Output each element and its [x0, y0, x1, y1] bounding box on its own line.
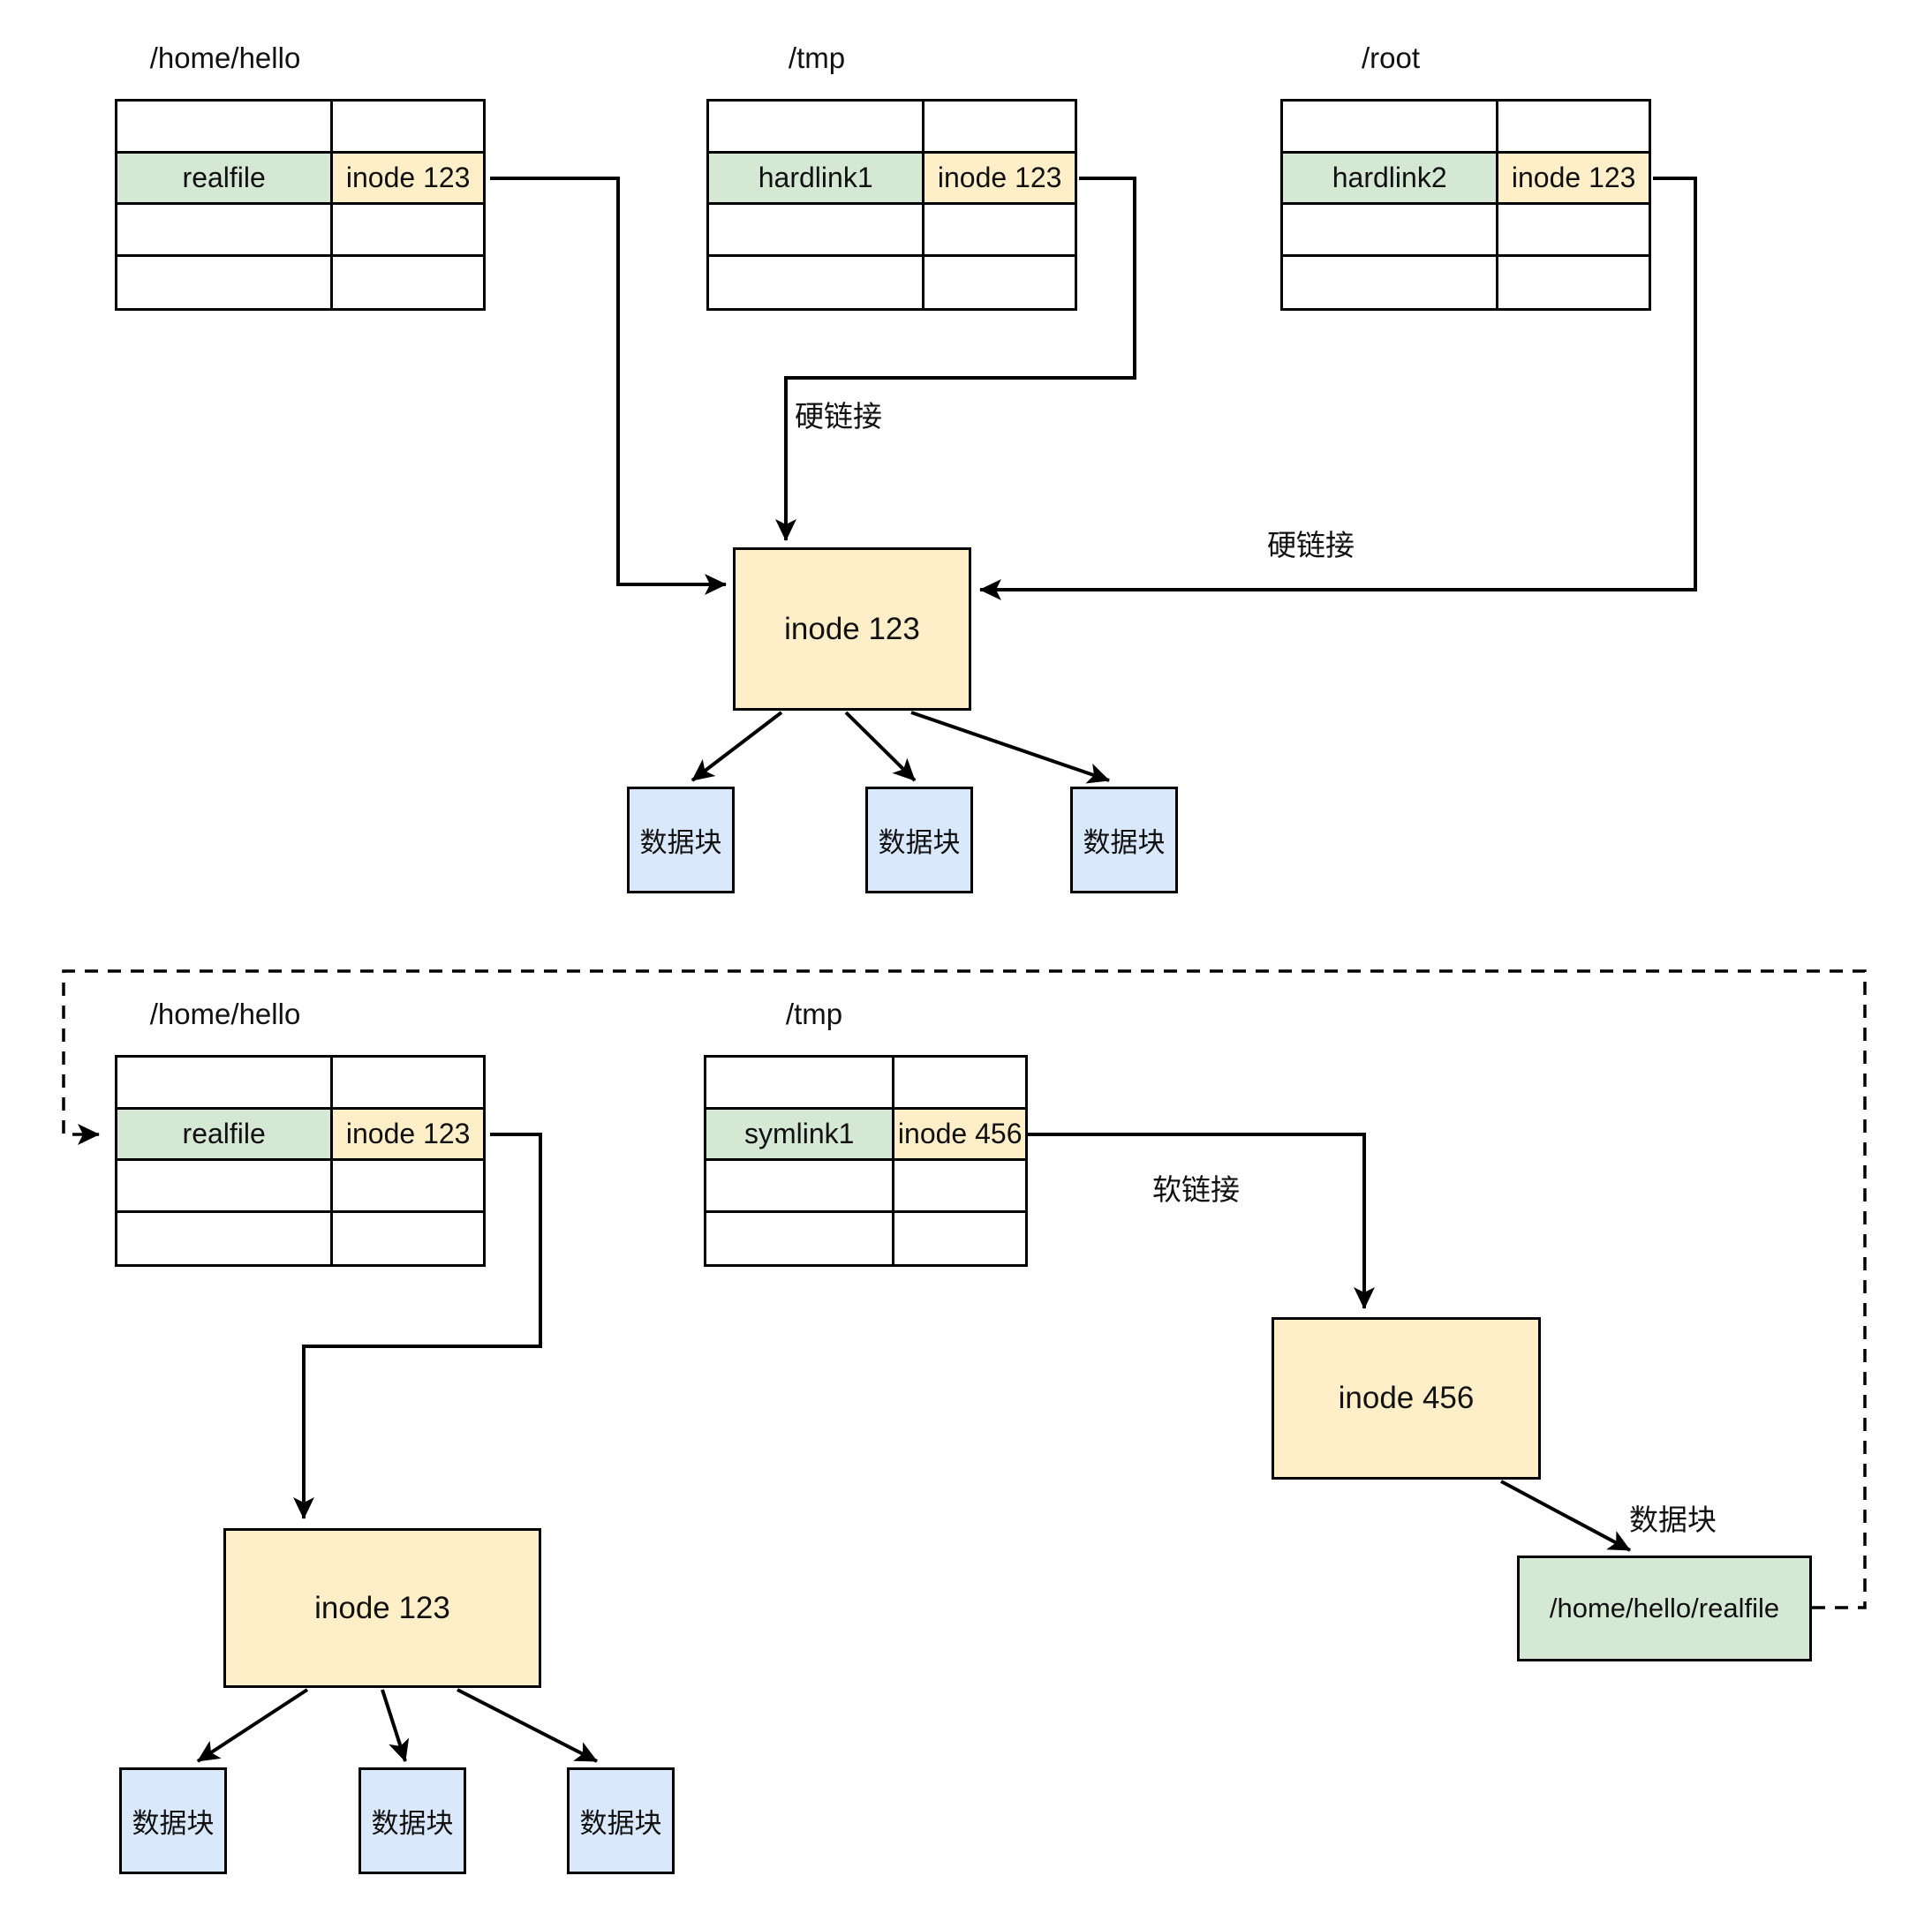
table-row: symlink1 inode 456	[706, 1109, 1025, 1161]
directory-title: /home/hello	[149, 41, 301, 74]
table-row	[1283, 102, 1649, 154]
data-block: 数据块	[627, 787, 735, 893]
hardlink-connector-root	[979, 177, 1697, 600]
table-row: realfile inode 123	[117, 153, 483, 205]
inode-box: inode 123	[733, 547, 971, 711]
realfile-connector	[293, 1133, 542, 1519]
directory-title: /tmp	[788, 41, 846, 74]
directory-table-home-2: realfile inode 123	[115, 1055, 486, 1267]
hard-link-label: 硬链接	[795, 400, 882, 433]
table-row	[117, 1161, 483, 1213]
file-name-cell: realfile	[117, 1109, 331, 1158]
inode-cell: inode 123	[922, 153, 1075, 202]
file-name-cell: hardlink2	[1283, 153, 1497, 202]
inode-to-datablock-arrow	[196, 1688, 309, 1763]
table-row	[706, 1058, 1025, 1110]
table-row: hardlink1 inode 123	[709, 153, 1075, 205]
table-row	[709, 102, 1075, 154]
data-block-caption: 数据块	[1629, 1503, 1717, 1536]
data-block: 数据块	[358, 1767, 466, 1874]
directory-table-tmp: hardlink1 inode 123	[706, 99, 1077, 311]
table-row	[117, 1058, 483, 1110]
table-row	[706, 1161, 1025, 1213]
table-row	[1283, 256, 1649, 308]
directory-table-root: hardlink2 inode 123	[1280, 99, 1651, 311]
table-row	[709, 205, 1075, 257]
inode-to-datablock-arrow	[844, 711, 917, 782]
table-row	[1283, 205, 1649, 257]
inode-cell: inode 123	[330, 1109, 483, 1158]
hardlink-connector-home	[490, 177, 727, 595]
data-block: 数据块	[119, 1767, 227, 1874]
table-row: realfile inode 123	[117, 1109, 483, 1161]
inode-box: inode 123	[223, 1528, 541, 1688]
data-block: 数据块	[1070, 787, 1178, 893]
inode456-to-target-arrow	[1500, 1480, 1631, 1552]
table-row	[117, 256, 483, 308]
inode-to-datablock-arrow	[691, 711, 783, 782]
table-row	[117, 102, 483, 154]
directory-table-home: realfile inode 123	[115, 99, 486, 311]
target-file-box: /home/hello/realfile	[1517, 1556, 1812, 1661]
inode-to-datablock-arrow	[910, 711, 1110, 784]
data-block: 数据块	[567, 1767, 675, 1874]
hard-link-label: 硬链接	[1267, 529, 1355, 561]
table-row: hardlink2 inode 123	[1283, 153, 1649, 205]
softlink-connector	[1028, 1133, 1375, 1309]
file-name-cell: realfile	[117, 153, 331, 202]
table-row	[709, 256, 1075, 308]
file-name-cell: symlink1	[706, 1109, 893, 1158]
inode-to-datablock-arrow	[457, 1688, 598, 1763]
inode-cell: inode 123	[1496, 153, 1649, 202]
table-row	[706, 1212, 1025, 1264]
file-name-cell: hardlink1	[709, 153, 923, 202]
soft-link-label: 软链接	[1152, 1173, 1240, 1206]
directory-title: /tmp	[785, 998, 843, 1030]
inode-to-datablock-arrow	[381, 1689, 410, 1762]
inode-cell: inode 456	[892, 1109, 1025, 1158]
inode-box: inode 456	[1272, 1317, 1541, 1480]
directory-table-tmp-2: symlink1 inode 456	[704, 1055, 1028, 1267]
directory-title: /root	[1361, 41, 1421, 74]
hardlink-connector-tmp	[775, 177, 1136, 541]
symlink-resolution-dashed-path	[62, 969, 1867, 1609]
inode-cell: inode 123	[330, 153, 483, 202]
table-row	[117, 1212, 483, 1264]
data-block: 数据块	[865, 787, 973, 893]
table-row	[117, 205, 483, 257]
directory-title: /home/hello	[149, 998, 301, 1030]
